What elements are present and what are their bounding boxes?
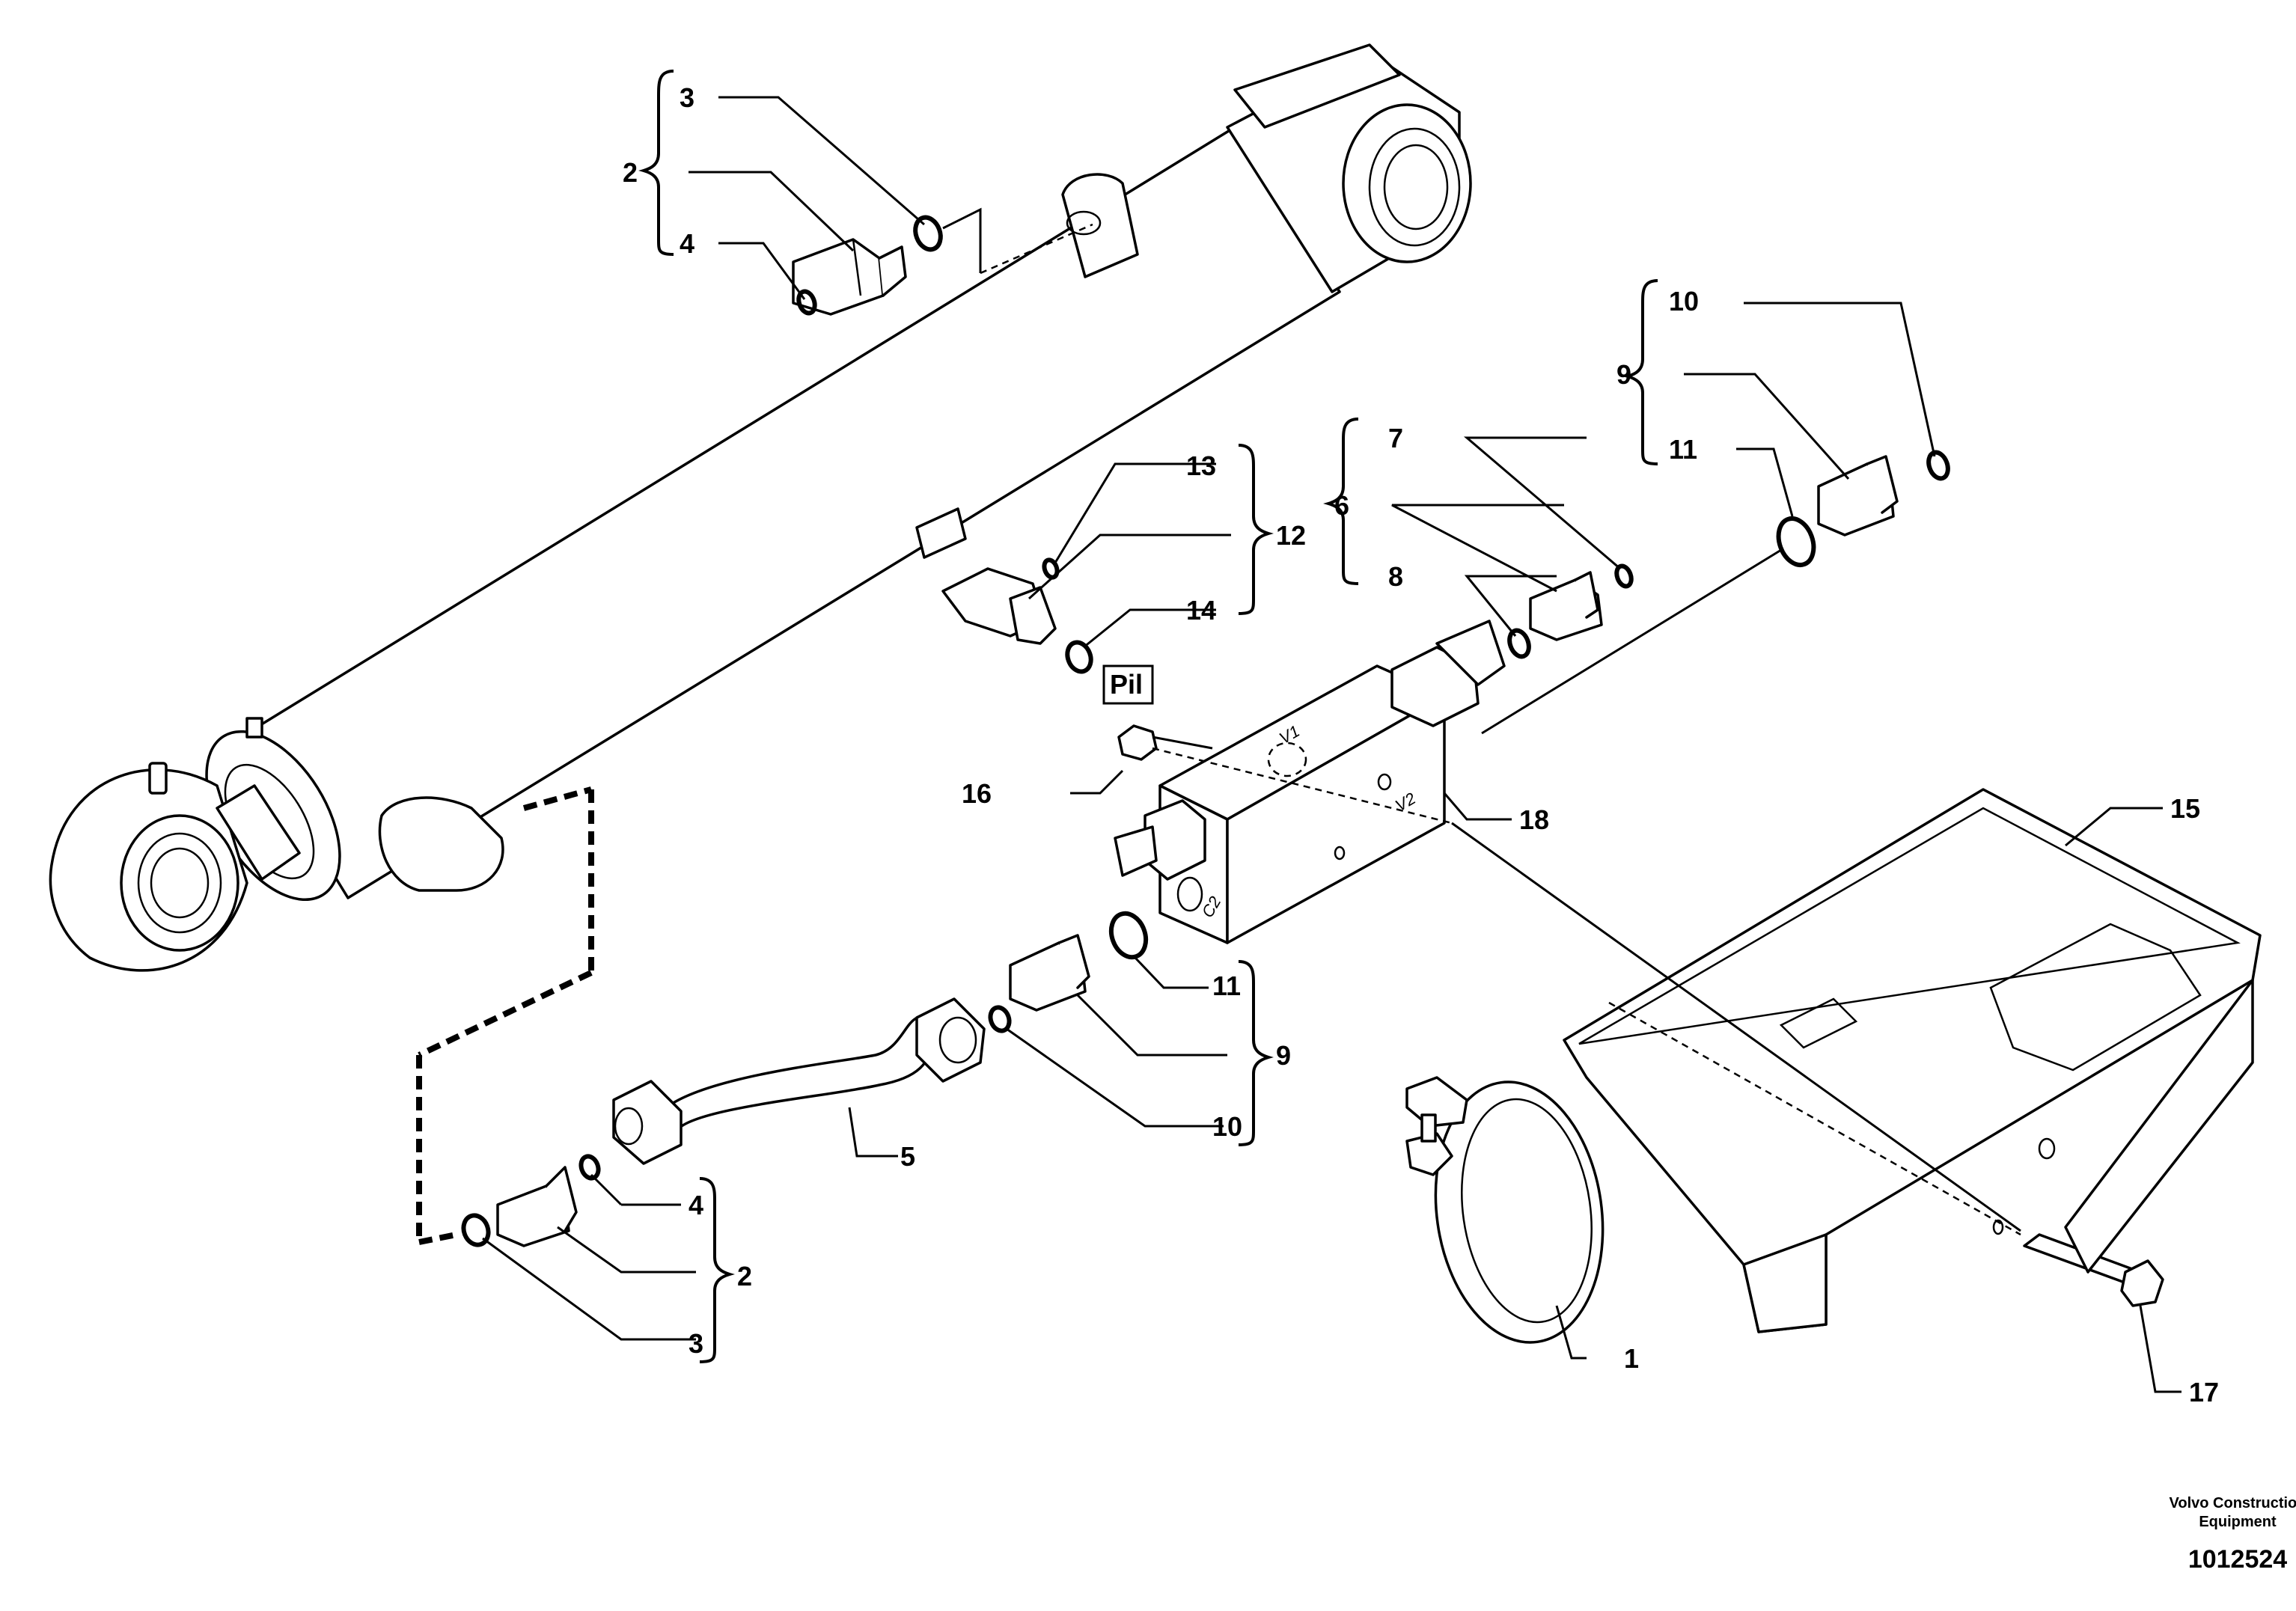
hose-clamp (1405, 1076, 1605, 1344)
drawing-number: 1012524 (2188, 1545, 2287, 1574)
adapter-fitting-9-top (1817, 455, 1899, 537)
adapter-fitting-bottom (496, 1166, 578, 1247)
load-holding-valve: V1 V2 C2 (1114, 620, 1506, 944)
callout-11-top: 11 (1669, 434, 1697, 465)
callout-9-top: 9 (1616, 359, 1631, 390)
pil-port-text: Pil (1110, 669, 1143, 700)
callout-16: 16 (962, 778, 992, 809)
brace-6 (1323, 418, 1359, 585)
brace-9-bottom (1238, 960, 1274, 1146)
elbow-fitting (941, 567, 1057, 645)
callout-1: 1 (1624, 1343, 1639, 1374)
adapter-fitting-9-bottom (1009, 934, 1090, 1012)
pil-port-label: Pil (1102, 664, 1154, 705)
company-name-line1: Volvo Construction (2170, 1495, 2296, 1511)
callout-3-bottom: 3 (689, 1328, 703, 1359)
brace-9-top (1622, 279, 1658, 465)
callout-12: 12 (1276, 520, 1306, 551)
plug (1117, 724, 1158, 761)
callout-2-top: 2 (623, 157, 638, 188)
adapter-fitting-6 (1529, 571, 1603, 641)
callout-15: 15 (2170, 793, 2200, 824)
callout-7: 7 (1388, 423, 1403, 453)
title-block: Volvo Construction Equipment 1012524 (2170, 1495, 2296, 1574)
assembly-lines (416, 207, 2021, 1245)
callout-5: 5 (900, 1141, 915, 1172)
callout-11-bottom: 11 (1212, 970, 1241, 1001)
callout-13: 13 (1186, 450, 1216, 481)
hydraulic-pipe (612, 997, 986, 1165)
callout-4-top: 4 (680, 228, 694, 259)
callout-18: 18 (1519, 804, 1549, 835)
brace-12 (1238, 444, 1274, 615)
callout-17: 17 (2189, 1377, 2219, 1407)
callout-3-top: 3 (680, 82, 694, 113)
callout-8: 8 (1388, 561, 1403, 592)
brace-2-bottom (699, 1177, 735, 1363)
callout-10-top: 10 (1669, 286, 1699, 317)
callout-2-bottom: 2 (737, 1261, 752, 1291)
callout-10-bottom: 10 (1212, 1111, 1242, 1142)
valve-bracket (1563, 788, 2262, 1333)
callout-4-bottom: 4 (689, 1190, 703, 1220)
adapter-fitting-top (792, 238, 907, 316)
callout-9-bottom: 9 (1276, 1040, 1291, 1071)
company-name-line2: Equipment (2199, 1514, 2277, 1530)
callout-6: 6 (1334, 490, 1349, 521)
leader-lines (482, 96, 2181, 1393)
callout-labels: 3 2 4 4 2 3 5 7 6 8 10 9 11 13 12 14 16 … (623, 82, 2219, 1407)
brace-2-top (638, 70, 674, 256)
callout-14: 14 (1186, 595, 1216, 626)
group-braces (638, 70, 1658, 1363)
hydraulic-cylinder (49, 43, 1472, 972)
